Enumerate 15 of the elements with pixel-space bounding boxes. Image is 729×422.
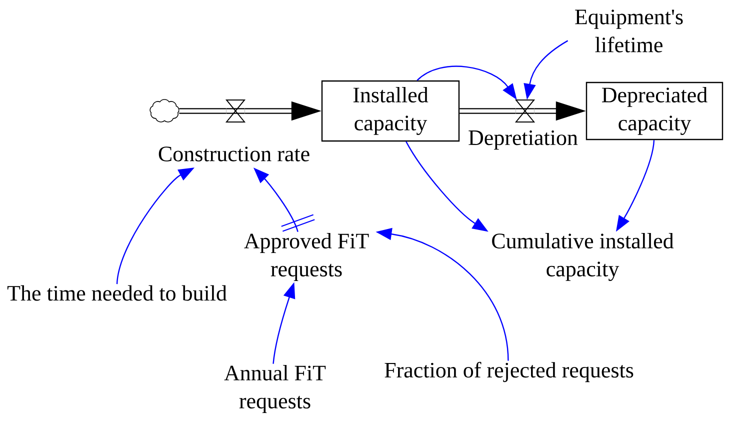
stock-box: Depreciated capacity bbox=[586, 82, 724, 140]
cloud-symbol bbox=[150, 99, 180, 122]
variable-label: Fraction of rejected requests bbox=[384, 362, 634, 382]
valve-symbol bbox=[225, 100, 246, 122]
variable-label: Approved FiT requests bbox=[244, 233, 369, 281]
variable-label: The time needed to build bbox=[7, 285, 227, 301]
flow-pipe bbox=[460, 108, 516, 114]
stock-box: Installed capacity bbox=[321, 80, 460, 142]
variable-label: Cumulative installed capacity bbox=[492, 232, 674, 281]
valve-symbol bbox=[514, 100, 536, 122]
variable-label: Annual FiT requests bbox=[224, 365, 326, 413]
flow-pipe bbox=[179, 108, 226, 114]
variable-label: Construction rate bbox=[158, 146, 310, 162]
variable-label: Equipment's lifetime bbox=[575, 10, 683, 52]
flow-label: Depretiation bbox=[468, 130, 578, 150]
